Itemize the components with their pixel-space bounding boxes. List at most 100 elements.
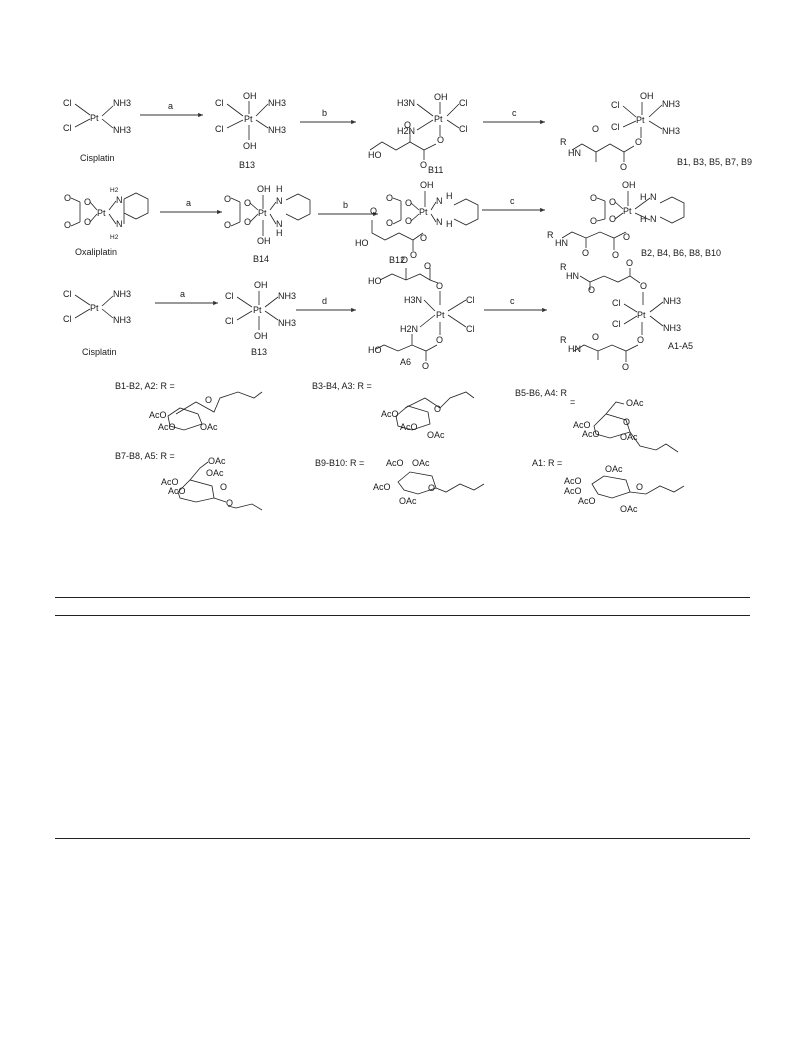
- a6-label: A6: [400, 357, 411, 367]
- svg-text:AcO: AcO: [564, 476, 582, 486]
- svg-text:B3-B4, A3: R =: B3-B4, A3: R =: [312, 381, 372, 391]
- b12-label: B12: [389, 255, 405, 265]
- svg-text:R: R: [560, 137, 567, 147]
- b13-label-2: B13: [251, 347, 267, 357]
- svg-text:Cl: Cl: [225, 316, 234, 326]
- product-structure-3: R HN O O O Cl Cl Pt NH3 NH3 O R HN O O A…: [560, 258, 693, 372]
- oxaliplatin-label: Oxaliplatin: [75, 247, 117, 257]
- svg-text:AcO: AcO: [386, 458, 404, 468]
- svg-text:H: H: [446, 191, 453, 201]
- svg-text:OAc: OAc: [605, 464, 623, 474]
- cisplatin-label-2: Cisplatin: [82, 347, 117, 357]
- svg-text:O: O: [582, 248, 589, 258]
- reagent-c-2: c: [510, 196, 515, 206]
- svg-text:HO: HO: [368, 345, 382, 355]
- svg-text:Cl: Cl: [63, 314, 72, 324]
- svg-text:O: O: [410, 250, 417, 260]
- svg-text:OH: OH: [420, 180, 434, 190]
- svg-text:H: H: [640, 214, 647, 224]
- svg-text:NH3: NH3: [113, 125, 131, 135]
- svg-text:H: H: [640, 192, 647, 202]
- table-top-rule: [55, 597, 750, 598]
- svg-text:AcO: AcO: [168, 486, 186, 496]
- svg-text:NH3: NH3: [113, 315, 131, 325]
- svg-text:AcO: AcO: [564, 486, 582, 496]
- svg-text:AcO: AcO: [573, 420, 591, 430]
- svg-text:OH: OH: [254, 280, 268, 290]
- svg-text:O: O: [405, 198, 412, 208]
- svg-text:O: O: [434, 404, 441, 414]
- svg-text:R: R: [560, 262, 567, 272]
- svg-text:=: =: [570, 397, 575, 407]
- svg-text:O: O: [590, 193, 597, 203]
- svg-text:O: O: [404, 120, 411, 130]
- svg-text:OAc: OAc: [206, 468, 224, 478]
- svg-text:H2N: H2N: [400, 324, 418, 334]
- b14-structure: OH OH Pt H H N N O O O O B14: [224, 184, 311, 264]
- svg-text:O: O: [224, 220, 231, 230]
- svg-text:O: O: [64, 193, 71, 203]
- cisplatin-label: Cisplatin: [80, 153, 115, 163]
- svg-text:N: N: [276, 196, 283, 206]
- svg-text:N: N: [276, 219, 283, 229]
- svg-text:OH: OH: [622, 180, 636, 190]
- svg-text:OH: OH: [257, 236, 271, 246]
- svg-text:N: N: [116, 195, 123, 205]
- svg-text:Cl: Cl: [612, 298, 621, 308]
- svg-text:AcO: AcO: [161, 477, 179, 487]
- svg-text:N: N: [650, 214, 657, 224]
- svg-text:O: O: [437, 135, 444, 145]
- svg-text:OH: OH: [434, 92, 448, 102]
- reagent-a: a: [168, 101, 173, 111]
- svg-text:A1: R =: A1: R =: [532, 458, 562, 468]
- svg-text:N: N: [436, 217, 443, 227]
- svg-text:HO: HO: [368, 150, 382, 160]
- svg-text:R: R: [547, 230, 554, 240]
- svg-text:HN: HN: [566, 271, 579, 281]
- svg-text:Pt: Pt: [436, 310, 445, 320]
- svg-text:O: O: [436, 281, 443, 291]
- svg-text:H: H: [276, 184, 283, 194]
- svg-text:O: O: [84, 217, 91, 227]
- svg-text:Pt: Pt: [623, 206, 632, 216]
- svg-text:Cl: Cl: [63, 98, 72, 108]
- svg-text:Cl: Cl: [225, 291, 234, 301]
- svg-text:Pt: Pt: [97, 208, 106, 218]
- svg-text:O: O: [592, 332, 599, 342]
- svg-text:Cl: Cl: [459, 98, 468, 108]
- svg-text:Cl: Cl: [466, 295, 475, 305]
- oxaliplatin-structure: H2 H2 N N Pt O O O O Oxaliplatin: [64, 187, 149, 257]
- svg-text:Cl: Cl: [611, 122, 620, 132]
- svg-text:O: O: [623, 417, 630, 427]
- svg-text:OAc: OAc: [208, 456, 226, 466]
- svg-text:O: O: [590, 216, 597, 226]
- product-label-3: A1-A5: [668, 341, 693, 351]
- cisplatin-structure-1: Cl Cl Pt NH3 NH3 Cisplatin: [63, 98, 131, 163]
- b11-label: B11: [428, 165, 443, 175]
- reagent-c: c: [512, 108, 517, 118]
- svg-text:O: O: [424, 261, 431, 271]
- svg-text:O: O: [420, 160, 427, 170]
- b11-structure: OH H3N H2N Pt Cl Cl O HO O O B11: [368, 92, 468, 175]
- svg-text:OH: OH: [243, 91, 257, 101]
- reagent-a-3: a: [180, 289, 185, 299]
- svg-text:O: O: [220, 482, 227, 492]
- svg-text:O: O: [640, 281, 647, 291]
- svg-text:B7-B8, A5: R =: B7-B8, A5: R =: [115, 451, 175, 461]
- reagent-a-2: a: [186, 198, 191, 208]
- svg-text:Pt: Pt: [258, 208, 267, 218]
- svg-text:O: O: [420, 233, 427, 243]
- svg-text:O: O: [612, 250, 619, 260]
- svg-text:O: O: [636, 482, 643, 492]
- svg-text:N: N: [116, 219, 123, 229]
- svg-text:B9-B10: R =: B9-B10: R =: [315, 458, 364, 468]
- svg-text:B5-B6, A4: R: B5-B6, A4: R: [515, 388, 568, 398]
- product-label-2: B2, B4, B6, B8, B10: [641, 248, 721, 258]
- svg-text:R: R: [560, 335, 567, 345]
- svg-text:O: O: [226, 498, 233, 508]
- svg-text:O: O: [635, 137, 642, 147]
- svg-text:O: O: [622, 362, 629, 372]
- svg-text:NH3: NH3: [278, 318, 296, 328]
- svg-text:B1-B2, A2: R =: B1-B2, A2: R =: [115, 381, 175, 391]
- svg-text:OAc: OAc: [626, 398, 644, 408]
